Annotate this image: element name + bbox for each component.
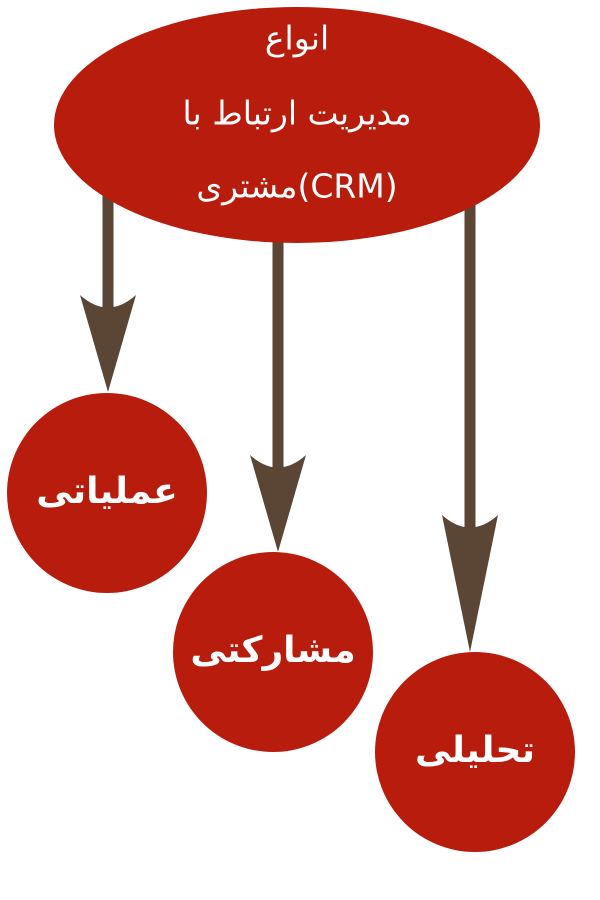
node-operational: عملیاتی — [7, 393, 207, 593]
connectors — [80, 195, 498, 652]
root-label-line-3: مشتری(CRM) — [196, 167, 397, 206]
node-operational-label: عملیاتی — [36, 471, 178, 512]
root-label-line-1: انواع — [265, 19, 329, 58]
node-collaborative: مشارکتی — [173, 552, 373, 752]
arrow-to-collaborative — [250, 240, 306, 552]
root-label-line-2: مدیریت ارتباط با — [182, 94, 411, 133]
arrow-to-operational — [80, 195, 136, 392]
node-collaborative-label: مشارکتی — [190, 630, 355, 671]
arrow-to-analytical — [442, 205, 498, 652]
node-analytical: تحلیلی — [375, 652, 575, 852]
root-node: انواع مدیریت ارتباط با مشتری(CRM) — [54, 7, 540, 243]
node-analytical-label: تحلیلی — [415, 730, 535, 771]
